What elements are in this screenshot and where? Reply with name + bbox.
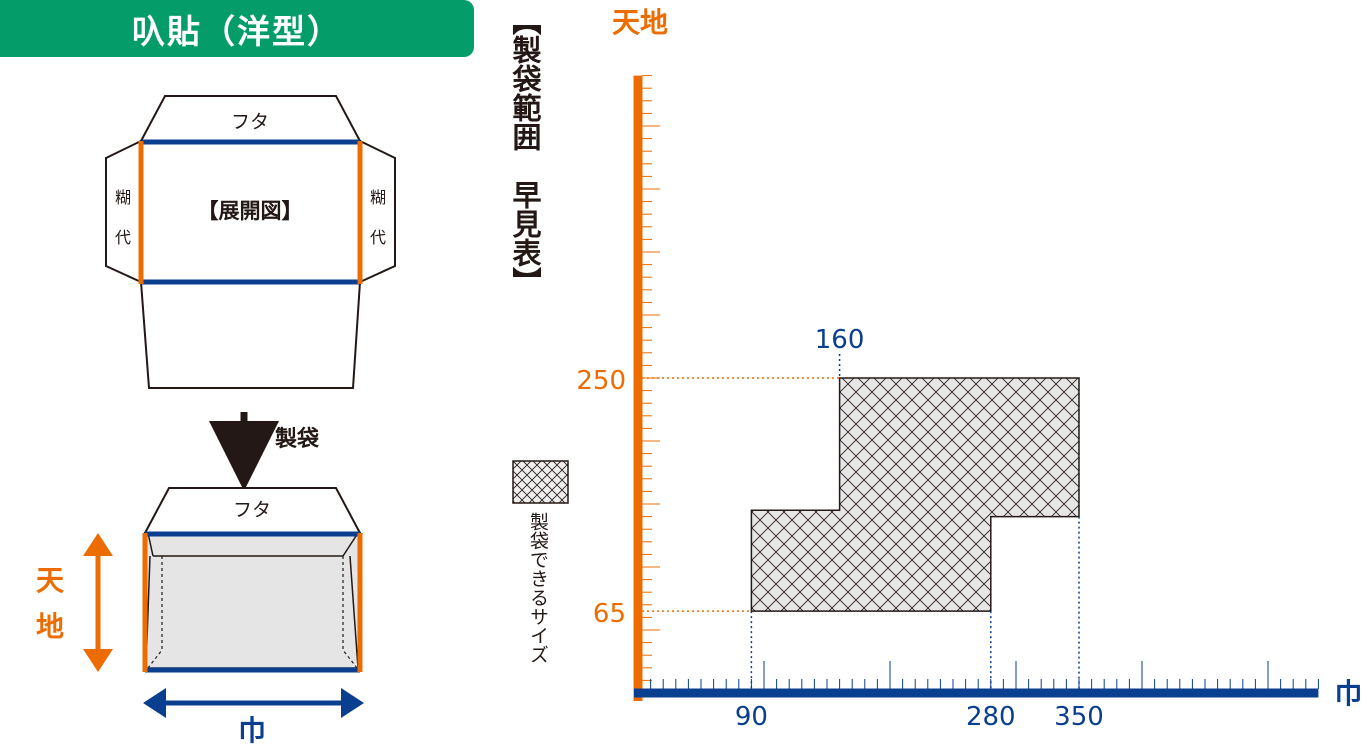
- height-label-1: 天: [36, 564, 64, 597]
- size-region: [750, 377, 1080, 612]
- left-glue-label-1: 糊: [115, 188, 131, 207]
- right-glue-label-2: 代: [370, 228, 386, 247]
- flat-bottom-panel: [139, 281, 362, 389]
- flat-left-glue-tab: [105, 139, 142, 284]
- flat-flap-label: フタ: [231, 111, 269, 133]
- left-glue-label-2: 代: [115, 228, 131, 247]
- assembled-body: [144, 532, 361, 672]
- right-glue-label-1: 糊: [370, 188, 386, 207]
- size-range-chart: 65 250 90 280 350 160 天地巾: [576, 6, 1362, 732]
- process-label: 製袋: [274, 426, 320, 452]
- y-tick-label: 65: [593, 599, 626, 629]
- assembled-dashed-seams: [147, 556, 358, 669]
- x-tick-label: 90: [735, 702, 768, 732]
- annotation-label: 160: [815, 325, 865, 355]
- legend-label: 製袋できるサイズ: [527, 512, 549, 664]
- page-title: 叺貼（洋型）: [132, 11, 342, 51]
- height-arrow-up-icon: [83, 533, 113, 556]
- flat-right-glue-tab: [359, 139, 396, 284]
- x-tick-label: 280: [966, 702, 1016, 732]
- flat-envelope-diagram: フタ 【展開図】 糊 代 糊 代 製袋 フタ 天 地 巾: [36, 95, 396, 746]
- title-badge: 叺貼（洋型）: [0, 0, 474, 57]
- width-arrow-left-icon: [143, 688, 166, 718]
- height-arrow-down-icon: [83, 649, 113, 672]
- assembled-flap-label: フタ: [233, 499, 271, 521]
- width-arrow-right-icon: [341, 688, 364, 718]
- x-tick-label: 350: [1054, 702, 1104, 732]
- chart-heading-bottom: 早見表】: [508, 180, 542, 296]
- x-axis-label: 巾: [1334, 677, 1362, 710]
- legend-swatch: [512, 460, 569, 504]
- width-label: 巾: [238, 714, 266, 746]
- y-tick-label: 250: [576, 366, 626, 396]
- flat-center-label: 【展開図】: [198, 199, 303, 223]
- chart-heading-top: 【製袋範囲: [508, 6, 542, 151]
- y-axis-label: 天地: [612, 6, 668, 39]
- height-label-2: 地: [36, 610, 64, 643]
